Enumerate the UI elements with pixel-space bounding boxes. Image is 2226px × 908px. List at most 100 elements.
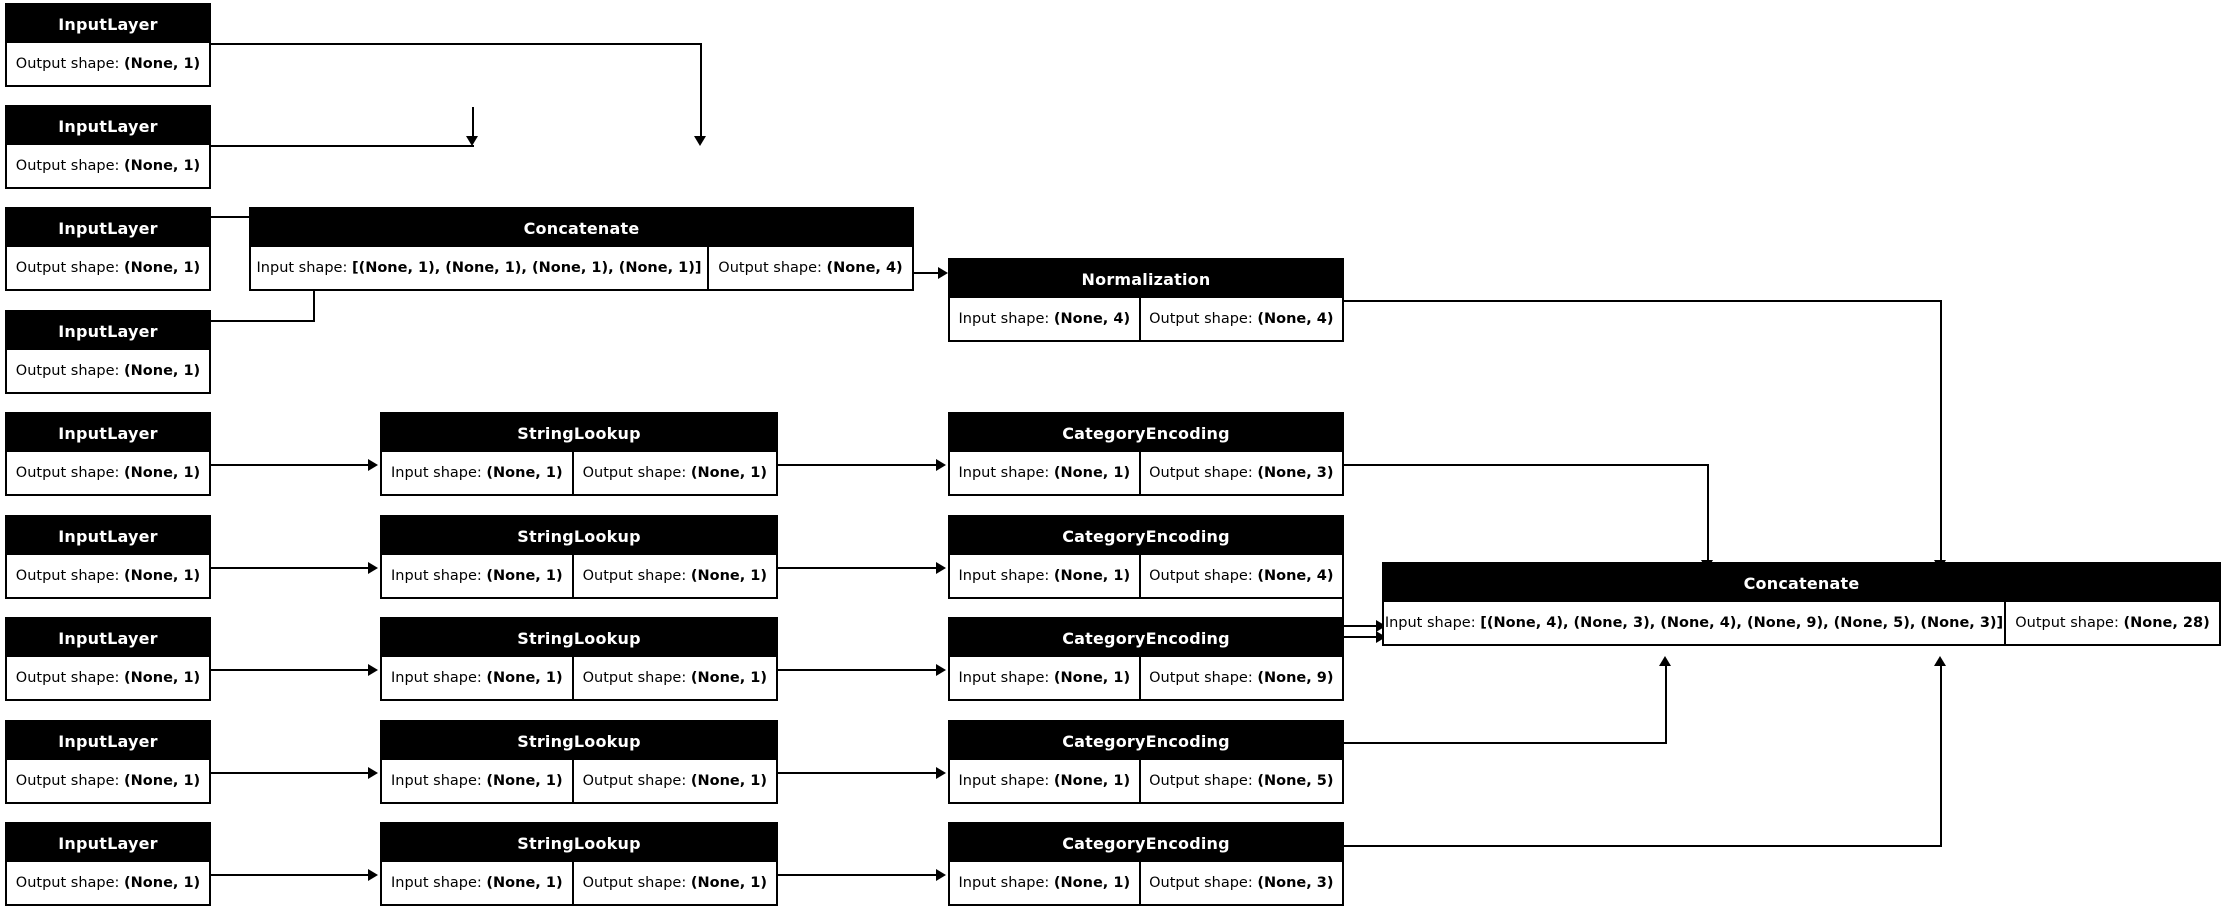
- arrow-encoding2-to-concat-all: [1376, 620, 1386, 632]
- node-shape-row: Output shape: (None, 1): [7, 350, 209, 392]
- output-shape-value: (None, 1): [690, 670, 767, 686]
- node-input-layer-9[interactable]: InputLayer Output shape: (None, 1): [5, 822, 211, 906]
- node-shape-row: Input shape: (None, 1) Output shape: (No…: [950, 657, 1343, 699]
- edge-input8-to-lookup4: [210, 772, 370, 774]
- node-category-encoding-2[interactable]: CategoryEncoding Input shape: (None, 1) …: [948, 515, 1344, 599]
- node-shape-row: Input shape: [(None, 1), (None, 1), (Non…: [251, 247, 912, 289]
- node-concatenate-all[interactable]: Concatenate Input shape: [(None, 4), (No…: [1382, 562, 2221, 646]
- arrow-input7-to-lookup3: [368, 664, 378, 676]
- node-shape-row: Input shape: [(None, 4), (None, 3), (Non…: [1384, 602, 2219, 644]
- output-shape-label: Output shape:: [1149, 465, 1253, 481]
- node-title: CategoryEncoding: [950, 517, 1342, 555]
- input-shape-value: (None, 1): [486, 773, 563, 789]
- arrow-lookup4-to-encoding4: [936, 767, 946, 779]
- arrow-lookup5-to-encoding5: [936, 869, 946, 881]
- output-shape-value: (None, 1): [124, 465, 201, 481]
- node-input-layer-3[interactable]: InputLayer Output shape: (None, 1): [5, 207, 211, 291]
- input-shape-value: (None, 1): [1053, 875, 1131, 891]
- node-shape-row: Output shape: (None, 1): [7, 452, 209, 494]
- node-input-layer-4[interactable]: InputLayer Output shape: (None, 1): [5, 310, 211, 394]
- node-string-lookup-2[interactable]: StringLookup Input shape: (None, 1) Outp…: [380, 515, 778, 599]
- node-input-layer-1[interactable]: InputLayer Output shape: (None, 1): [5, 3, 211, 87]
- output-shape-value: (None, 5): [1257, 773, 1334, 789]
- node-shape-row: Output shape: (None, 1): [7, 145, 209, 187]
- node-normalization[interactable]: Normalization Input shape: (None, 4) Out…: [948, 258, 1344, 342]
- input-shape-value: (None, 1): [1053, 670, 1131, 686]
- output-shape-value: (None, 4): [826, 260, 903, 276]
- node-title: StringLookup: [382, 824, 776, 862]
- node-string-lookup-5[interactable]: StringLookup Input shape: (None, 1) Outp…: [380, 822, 778, 906]
- node-input-layer-7[interactable]: InputLayer Output shape: (None, 1): [5, 617, 211, 701]
- node-category-encoding-1[interactable]: CategoryEncoding Input shape: (None, 1) …: [948, 412, 1344, 496]
- input-shape-cell: Input shape: [(None, 1), (None, 1), (Non…: [251, 247, 707, 289]
- input-shape-label: Input shape:: [958, 773, 1050, 789]
- edge-input1-to-concat-v: [700, 43, 702, 138]
- node-string-lookup-4[interactable]: StringLookup Input shape: (None, 1) Outp…: [380, 720, 778, 804]
- output-shape-cell: Output shape: (None, 4): [709, 247, 912, 289]
- arrow-input8-to-lookup4: [368, 767, 378, 779]
- node-shape-row: Input shape: (None, 1) Output shape: (No…: [950, 452, 1343, 494]
- node-input-layer-5[interactable]: InputLayer Output shape: (None, 1): [5, 412, 211, 496]
- output-shape-cell: Output shape: (None, 3): [1140, 452, 1343, 494]
- output-shape-cell: Output shape: (None, 1): [7, 555, 209, 597]
- node-input-layer-6[interactable]: InputLayer Output shape: (None, 1): [5, 515, 211, 599]
- input-shape-value: (None, 1): [1053, 773, 1131, 789]
- input-shape-cell: Input shape: (None, 1): [950, 555, 1139, 597]
- input-shape-cell: Input shape: (None, 1): [382, 452, 572, 494]
- node-input-layer-2[interactable]: InputLayer Output shape: (None, 1): [5, 105, 211, 189]
- edge-input2-to-concat: [210, 145, 474, 147]
- arrow-input5-to-lookup1: [368, 459, 378, 471]
- node-concatenate-numeric[interactable]: Concatenate Input shape: [(None, 1), (No…: [249, 207, 914, 291]
- output-shape-label: Output shape:: [15, 875, 120, 891]
- input-shape-value: (None, 1): [486, 568, 563, 584]
- output-shape-cell: Output shape: (None, 1): [7, 247, 209, 289]
- output-shape-label: Output shape:: [1149, 773, 1253, 789]
- arrow-encoding5-to-concat-all: [1934, 656, 1946, 666]
- input-shape-value: (None, 1): [486, 670, 563, 686]
- input-shape-cell: Input shape: (None, 1): [950, 760, 1139, 802]
- node-category-encoding-5[interactable]: CategoryEncoding Input shape: (None, 1) …: [948, 822, 1344, 906]
- edge-input6-to-lookup2: [210, 567, 370, 569]
- edge-input3-to-concat: [210, 216, 258, 218]
- output-shape-label: Output shape:: [718, 260, 822, 276]
- output-shape-label: Output shape:: [2015, 615, 2119, 631]
- node-title: InputLayer: [7, 107, 209, 145]
- input-shape-label: Input shape:: [958, 875, 1050, 891]
- output-shape-value: (None, 1): [124, 568, 201, 584]
- input-shape-label: Input shape:: [391, 568, 482, 584]
- output-shape-cell: Output shape: (None, 28): [2006, 602, 2219, 644]
- output-shape-cell: Output shape: (None, 4): [1140, 555, 1343, 597]
- input-shape-cell: Input shape: [(None, 4), (None, 3), (Non…: [1384, 602, 2004, 644]
- input-shape-cell: Input shape: (None, 1): [382, 760, 572, 802]
- edge-input9-to-lookup5: [210, 874, 370, 876]
- node-shape-row: Output shape: (None, 1): [7, 247, 209, 289]
- node-string-lookup-3[interactable]: StringLookup Input shape: (None, 1) Outp…: [380, 617, 778, 701]
- edge-lookup5-to-encoding5: [778, 874, 938, 876]
- node-title: StringLookup: [382, 619, 776, 657]
- node-title: CategoryEncoding: [950, 722, 1342, 760]
- output-shape-value: (None, 3): [1257, 465, 1334, 481]
- input-shape-label: Input shape:: [256, 260, 348, 276]
- node-string-lookup-1[interactable]: StringLookup Input shape: (None, 1) Outp…: [380, 412, 778, 496]
- output-shape-value: (None, 9): [1257, 670, 1334, 686]
- output-shape-label: Output shape:: [1149, 568, 1253, 584]
- input-shape-value: (None, 1): [486, 875, 563, 891]
- arrow-lookup2-to-encoding2: [936, 562, 946, 574]
- input-shape-value: [(None, 1), (None, 1), (None, 1), (None,…: [351, 260, 702, 276]
- node-shape-row: Input shape: (None, 1) Output shape: (No…: [382, 657, 777, 699]
- output-shape-label: Output shape:: [15, 465, 120, 481]
- input-shape-cell: Input shape: (None, 4): [950, 298, 1139, 340]
- input-shape-value: (None, 1): [486, 465, 563, 481]
- input-shape-label: Input shape:: [958, 465, 1050, 481]
- node-shape-row: Output shape: (None, 1): [7, 760, 209, 802]
- edge-encoding4-to-concat-all: [1342, 742, 1667, 744]
- node-input-layer-8[interactable]: InputLayer Output shape: (None, 1): [5, 720, 211, 804]
- node-title: InputLayer: [7, 517, 209, 555]
- edge-encoding2-to-concat-all: [1342, 625, 1380, 627]
- node-category-encoding-3[interactable]: CategoryEncoding Input shape: (None, 1) …: [948, 617, 1344, 701]
- input-shape-value: (None, 1): [1053, 465, 1131, 481]
- input-shape-label: Input shape:: [391, 465, 482, 481]
- output-shape-cell: Output shape: (None, 1): [573, 657, 777, 699]
- node-category-encoding-4[interactable]: CategoryEncoding Input shape: (None, 1) …: [948, 720, 1344, 804]
- input-shape-label: Input shape:: [958, 670, 1050, 686]
